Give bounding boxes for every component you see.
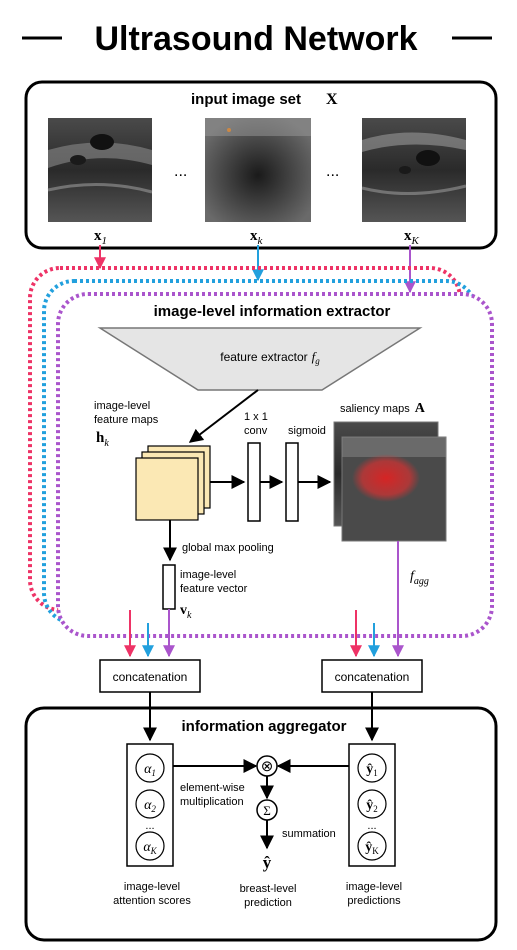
conv-label-line2: conv [244, 425, 268, 437]
attention-item-K-text: αK [143, 840, 157, 856]
f-agg-label: fagg [410, 569, 429, 587]
ultrasound-image-k [205, 118, 311, 222]
image-label-k: xk [250, 228, 264, 247]
attention-item-1-text: α1 [144, 762, 156, 778]
elementwise-label-line1: element-wise [180, 782, 245, 794]
prediction-caption-line2: predictions [347, 895, 401, 907]
image-label-1: x1 [94, 228, 107, 247]
page-title: Ultrasound Network [94, 20, 417, 58]
right-concat-box [321, 659, 423, 693]
vector-label-line2: feature vector [180, 583, 248, 595]
multiply-symbol: ⊗ [261, 758, 274, 775]
vector-symbol: vk [180, 603, 192, 621]
prediction-item-K [357, 831, 387, 861]
prediction-caption-line1: image-level [346, 881, 402, 893]
aggregator-frame [24, 706, 498, 942]
vector-label-line1: image-level [180, 569, 236, 581]
extractor-title: image-level information extractor [154, 303, 391, 320]
prediction-item-2-text: ŷ2 [366, 798, 378, 814]
output-symbol: ŷ [263, 853, 272, 872]
elementwise-label-line2: multiplication [180, 796, 244, 808]
ellipsis-left: ... [174, 163, 187, 180]
pooling-label: global max pooling [182, 542, 274, 554]
sigmoid-bar [285, 442, 299, 522]
feature-maps-label-line1: image-level [94, 400, 150, 412]
prediction-item-2 [357, 789, 387, 819]
prediction-item-K-text: ŷK [365, 840, 379, 856]
sum-symbol: Σ [263, 803, 271, 818]
saliency-maps-stack [333, 421, 447, 542]
aggregator-title: information aggregator [181, 718, 346, 735]
attention-caption-line1: image-level [124, 881, 180, 893]
saliency-heat-blob [352, 454, 420, 502]
sigmoid-label: sigmoid [288, 425, 326, 437]
feature-extractor-trapezoid [97, 327, 423, 391]
image-label-K: xK [404, 228, 420, 247]
input-panel-title: input image set [191, 91, 301, 108]
conv-bar [247, 442, 261, 522]
breast-caption-line2: prediction [244, 897, 292, 909]
header: Ultrasound Network [22, 20, 492, 58]
ultrasound-image-K [361, 118, 467, 222]
arrow-to-feature-maps [188, 389, 259, 443]
input-panel-symbol: X [326, 91, 338, 108]
breast-caption-line1: breast-level [240, 883, 297, 895]
attention-dots: ... [145, 820, 154, 832]
feature-maps-label-line2: feature maps [94, 414, 159, 426]
aggregator-panel: information aggregator α1 α2 ... αK ŷ1 ŷ… [24, 706, 498, 942]
input-image-panel: input image set X ... ... x1 xk [24, 80, 498, 250]
left-concat-label: concatenation [113, 670, 188, 684]
feature-maps-stack [135, 445, 211, 521]
ultrasound-image-1 [47, 118, 153, 222]
ellipsis-right: ... [326, 163, 339, 180]
prediction-item-1-text: ŷ1 [366, 762, 378, 778]
attention-item-2 [135, 789, 165, 819]
attention-item-2-text: α2 [144, 798, 156, 814]
right-concat-label: concatenation [335, 670, 410, 684]
prediction-dots: ... [367, 820, 376, 832]
summation-label: summation [282, 828, 336, 840]
attention-caption-line2: attention scores [113, 895, 191, 907]
attention-item-K [135, 831, 165, 861]
feature-maps-symbol: hk [96, 430, 109, 449]
attention-item-1 [135, 753, 165, 783]
feature-vector-bar [162, 564, 176, 610]
prediction-item-1 [357, 753, 387, 783]
conv-label-line1: 1 x 1 [244, 411, 268, 423]
